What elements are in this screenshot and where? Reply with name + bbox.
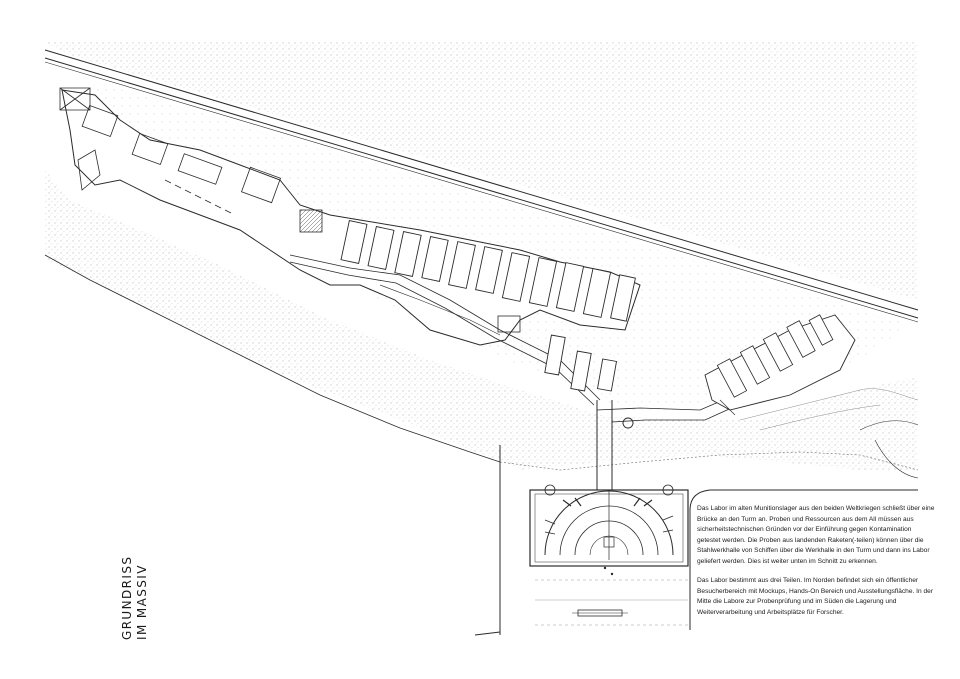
west-rooms xyxy=(59,87,323,233)
quay xyxy=(535,579,688,626)
terrain-upper xyxy=(45,42,918,300)
vertical-title: GRUNDRISS IM MASSIV xyxy=(120,556,150,640)
tower-plan xyxy=(529,484,689,567)
title-line-2: IM MASSIV xyxy=(135,564,149,640)
terrain-middle xyxy=(90,80,910,410)
title-line-1: GRUNDRISS xyxy=(120,555,134,640)
description-paragraph-1: Das Labor im alten Munitionslager aus de… xyxy=(697,505,935,565)
tower-site-frame xyxy=(474,445,501,636)
south-bays xyxy=(544,334,618,392)
bridge xyxy=(596,400,613,500)
storage-cells xyxy=(340,220,636,322)
road xyxy=(44,49,919,319)
description-text: Das Labor im alten Munitionslager aus de… xyxy=(697,504,935,627)
terrain-lower xyxy=(45,170,918,470)
description-paragraph-2: Das Labor bestimmt aus drei Teilen. Im N… xyxy=(697,577,934,616)
coastline xyxy=(44,254,501,463)
